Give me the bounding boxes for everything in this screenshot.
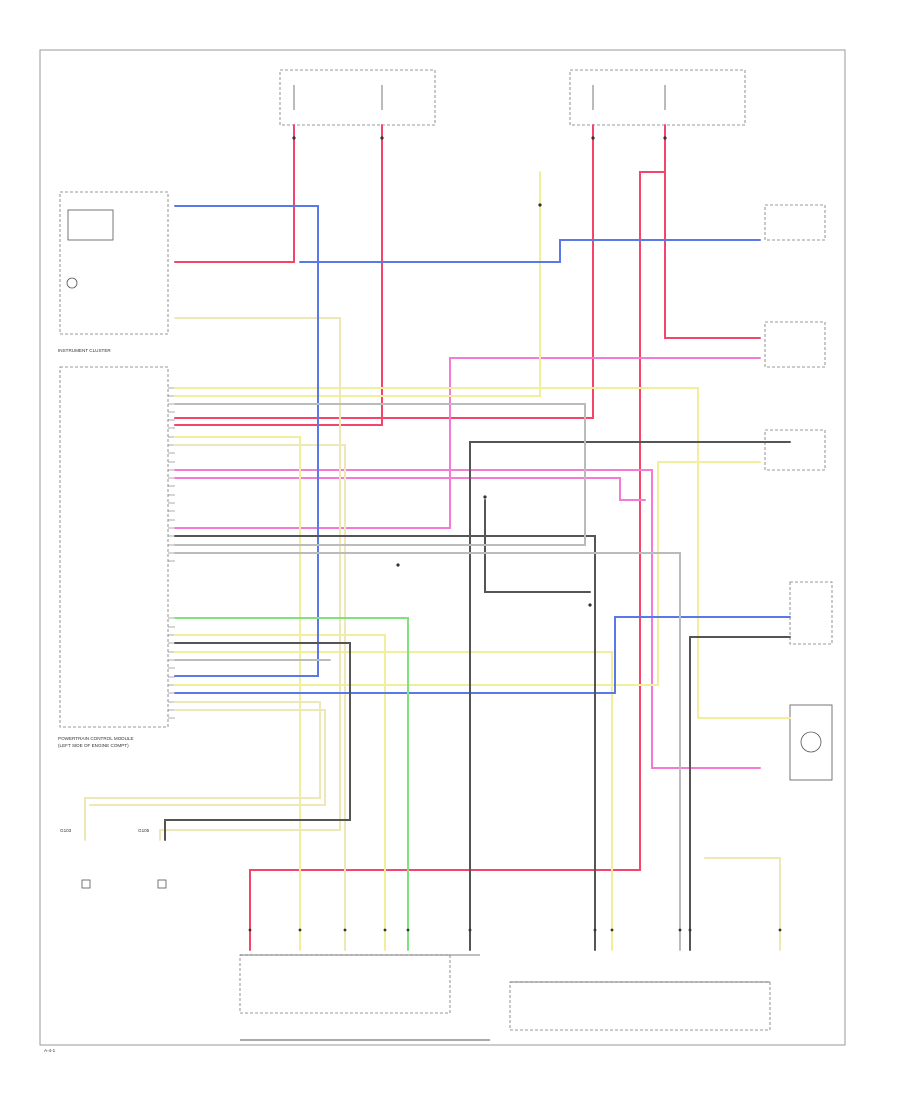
sensor-component-4	[789, 581, 833, 645]
sensor-component-5	[789, 704, 833, 781]
switch-component-2	[764, 321, 826, 368]
diagram-frame	[39, 49, 846, 1046]
pcm-pin-ticks	[168, 387, 175, 719]
pcm-box	[59, 366, 169, 728]
wire-group-green	[174, 617, 409, 951]
wire-group-gray	[164, 441, 791, 951]
indicator-lamp-icon	[66, 277, 78, 289]
instrument-cluster-box	[59, 191, 169, 335]
ground-g105-symbol	[157, 879, 167, 889]
wire-group-lightgray	[174, 403, 681, 951]
switch-component-1	[764, 204, 826, 241]
ground-g105-label: G105	[138, 828, 150, 833]
junction-dots	[248, 136, 782, 932]
ground-g103-label: G103	[60, 828, 72, 833]
pcm-label: POWERTRAIN CONTROL MODULE	[58, 736, 134, 741]
sensor-5-element-icon	[800, 731, 822, 753]
wire-group-pink	[174, 357, 761, 769]
pcm-sub-label: (LEFT SIDE OF ENGINE COMPT)	[58, 743, 129, 748]
wire-group-cream	[84, 317, 781, 951]
footer-code: A-4-1	[44, 1048, 56, 1053]
bottom-connector-right	[509, 981, 771, 1031]
fuse-block-left	[279, 69, 436, 126]
instrument-cluster-label: INSTRUMENT CLUSTER	[58, 348, 111, 353]
cluster-inner-block	[67, 209, 114, 241]
wire-group-yellow	[174, 171, 791, 951]
fuse-block-right	[569, 69, 746, 126]
switch-component-3	[764, 429, 826, 471]
bottom-connector-left	[239, 954, 451, 1014]
wire-group-red	[174, 124, 761, 951]
ground-g103-symbol	[81, 879, 91, 889]
wire-group-blue	[174, 205, 791, 694]
